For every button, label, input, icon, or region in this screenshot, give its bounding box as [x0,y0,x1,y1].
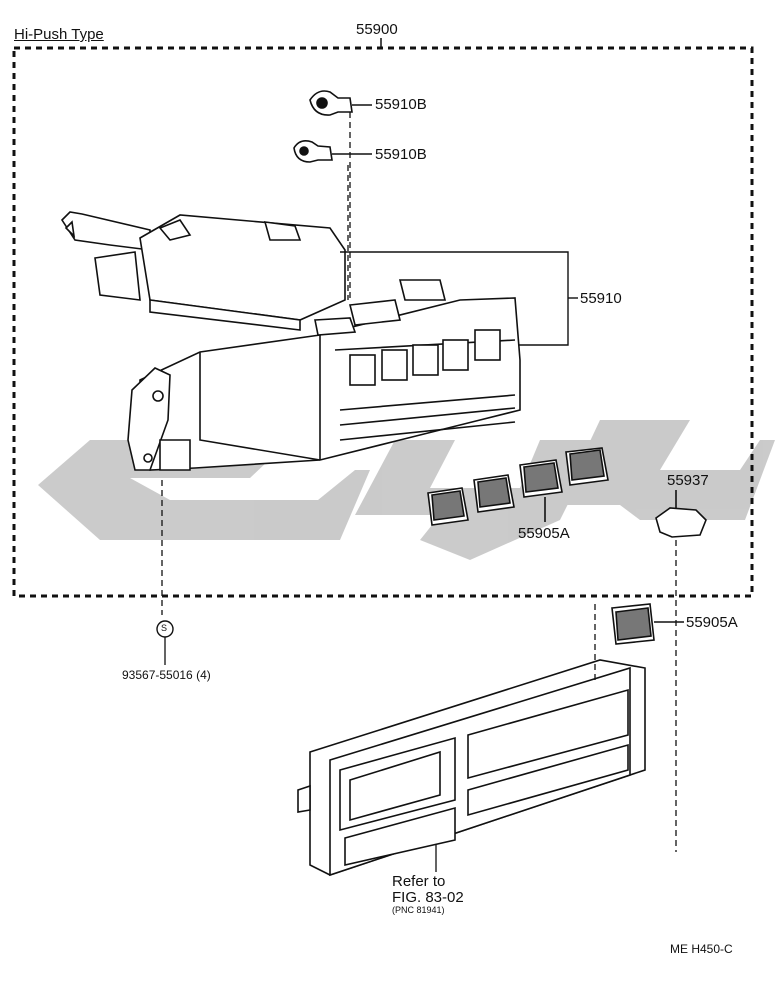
knob-single-drawing [611,603,684,645]
bulb-2-label: 55910B [375,146,427,163]
bezel-panel-drawing [297,659,646,877]
bulb-1-label: 55910B [375,96,427,113]
bulb-2-drawing [293,140,372,163]
screw-label: 93567-55016 (4) [122,668,211,682]
knob-group-label: 55905A [518,525,570,542]
assembly-number: 55900 [356,21,398,38]
knob-group-drawing [427,447,609,526]
reference-line1: Refer to [392,873,446,890]
diagram-title: Hi-Push Type [14,26,104,43]
knob-single-label: 55905A [686,614,738,631]
reference-line2: FIG. 83-02 [392,889,464,906]
reference-line3: (PNC 81941) [392,905,445,915]
screw-symbol: S [161,623,168,633]
clip-drawing [655,490,707,538]
clip-label: 55937 [667,472,709,489]
bulb-1-drawing [309,90,372,116]
assembly-boundary [12,46,754,598]
control-assembly-leader [340,251,578,346]
drawing-code: ME H450-C [670,942,733,956]
control-assembly-drawing [60,211,521,471]
control-assembly-label: 55910 [580,290,622,307]
